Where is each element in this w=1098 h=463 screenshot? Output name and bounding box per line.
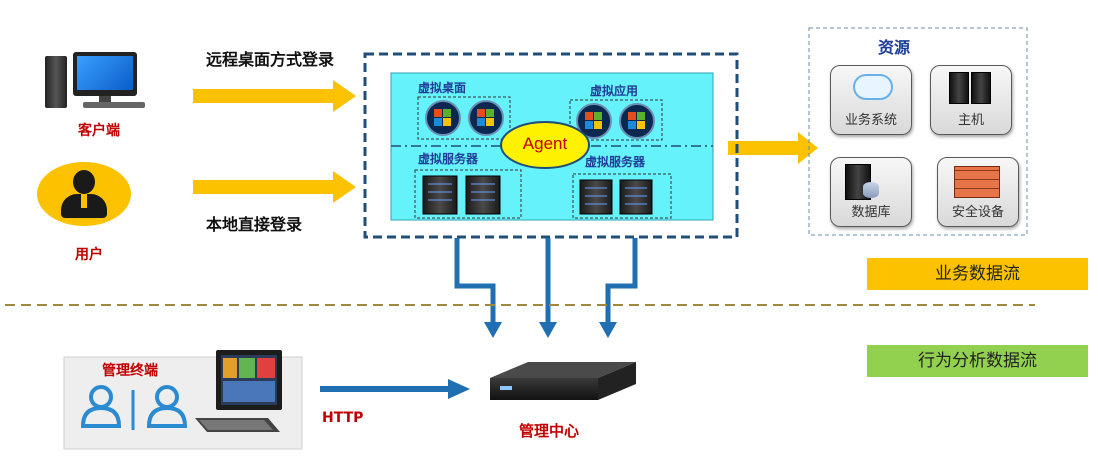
virtualization-outer-box (363, 52, 739, 239)
agent-ellipse (500, 121, 590, 169)
windows-icon (576, 103, 612, 139)
virtual-server-label: 虚拟服务器 (418, 152, 479, 166)
local-login-label: 本地直接登录 (206, 215, 303, 234)
windows-icon (425, 100, 461, 136)
database-resource: 数据库 (830, 157, 912, 227)
business-system-resource: 业务系统 (830, 65, 912, 135)
http-label: HTTP (322, 410, 364, 426)
to-resources-arrow (728, 132, 818, 164)
http-arrow (320, 379, 470, 399)
virtual-app-label: 虚拟应用 (590, 84, 639, 98)
firewall-icon (954, 166, 1000, 198)
client-label: 客户端 (78, 123, 120, 139)
remote-login-label: 远程桌面方式登录 (206, 50, 335, 69)
management-center-label: 管理中心 (519, 422, 580, 440)
resource-label: 主机 (957, 113, 984, 128)
behavior-flow-arrows (454, 238, 638, 324)
security-device-resource: 安全设备 (937, 157, 1019, 227)
user-label: 用户 (75, 247, 103, 263)
remote-login-arrow (193, 80, 356, 112)
user-outline-icon (146, 385, 188, 428)
resource-label: 业务系统 (844, 113, 897, 128)
resources-title: 资源 (878, 38, 911, 57)
management-appliance-icon (490, 362, 636, 400)
windows-icon (619, 103, 655, 139)
virtual-desktop-label: 虚拟桌面 (418, 81, 467, 95)
server-icon (949, 72, 969, 104)
desktop-computer-icon (45, 52, 155, 112)
terminal-label: 管理终端 (102, 363, 158, 379)
resource-label: 数据库 (851, 205, 891, 220)
user-avatar-icon (37, 162, 131, 226)
server-icon (422, 175, 501, 215)
virtual-server-label: 虚拟服务器 (585, 155, 646, 169)
server-icon (579, 179, 653, 215)
resource-label: 安全设备 (951, 205, 1004, 220)
user-outline-icon (80, 385, 122, 428)
resources-box (808, 27, 1028, 236)
host-resource: 主机 (930, 65, 1012, 135)
local-login-arrow (193, 171, 356, 203)
monitor-dashboard-icon (195, 350, 282, 432)
business-flow-legend: 业务数据流 (867, 258, 1088, 290)
cloud-icon (853, 74, 893, 100)
windows-icon (468, 100, 504, 136)
agent-label: Agent (522, 134, 568, 153)
behavior-flow-legend: 行为分析数据流 (867, 345, 1088, 377)
